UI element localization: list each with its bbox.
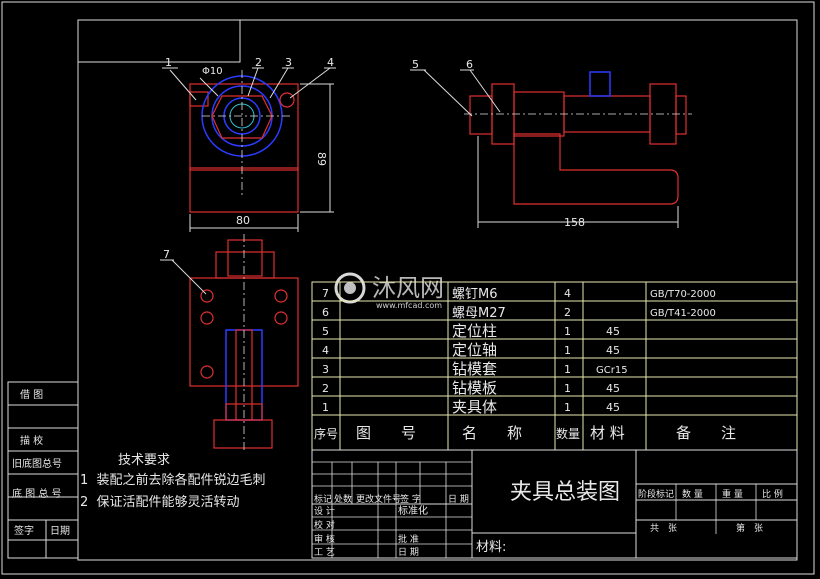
callout-6: 6 xyxy=(466,58,473,71)
parts-row: 3 钻模套 1 GCr15 xyxy=(322,360,628,378)
header-note: 备 注 xyxy=(676,424,736,442)
part-material: 45 xyxy=(606,401,620,414)
part-qty: 1 xyxy=(564,344,571,357)
rev-header: 更改文件号 xyxy=(356,493,401,505)
dim-hole: Φ10 xyxy=(202,66,223,77)
stage-header: 重 量 xyxy=(722,488,743,500)
parts-header: 序号 图 号 名 称 数量 材 料 备 注 xyxy=(314,424,736,442)
part-note: GB/T41-2000 xyxy=(650,308,716,319)
corner-mark xyxy=(78,19,241,63)
part-material: 45 xyxy=(606,325,620,338)
part-no: 4 xyxy=(322,344,329,357)
stamp-label: 借 图 xyxy=(20,389,43,401)
callout-7: 7 xyxy=(163,248,170,261)
drawing-title: 夹具总装图 xyxy=(510,480,620,505)
title-block-grid xyxy=(311,449,798,559)
stamp-label: 日期 xyxy=(50,525,70,537)
tech-req-title: 技术要求 xyxy=(118,453,170,468)
part-qty: 2 xyxy=(564,306,571,319)
part-no: 3 xyxy=(322,363,329,376)
header-qty: 数量 xyxy=(556,426,580,441)
material-label: 材料: xyxy=(476,540,506,555)
part-no: 2 xyxy=(322,382,329,395)
rev-header: 日 期 xyxy=(448,494,469,505)
part-no: 7 xyxy=(322,287,329,300)
part-name: 钻模套 xyxy=(452,360,497,378)
part-name: 螺钉M6 xyxy=(452,287,498,302)
left-stamp xyxy=(7,381,79,559)
sheet-total: 共 张 xyxy=(650,523,677,534)
part-name: 定位轴 xyxy=(452,341,497,359)
callout-4: 4 xyxy=(327,56,334,69)
role-label: 设 计 xyxy=(314,505,335,517)
parts-row: 4 定位轴 1 45 xyxy=(322,341,620,359)
rev-header: 处数 xyxy=(334,493,352,505)
part-name: 定位柱 xyxy=(452,322,497,340)
stamp-label: 旧底图总号 xyxy=(12,457,62,470)
part-no: 5 xyxy=(322,325,329,338)
stamp-label: 描 校 xyxy=(20,434,43,447)
part-material: 45 xyxy=(606,382,620,395)
top-view xyxy=(160,234,299,452)
parts-row: 5 定位柱 1 45 xyxy=(322,322,620,340)
approve-label: 批 准 xyxy=(398,533,419,545)
part-qty: 1 xyxy=(564,363,571,376)
watermark-url: www.mfcad.com xyxy=(376,301,442,310)
part-note: GB/T70-2000 xyxy=(650,289,716,300)
parts-list-rows: 7 螺钉M6 4 GB/T70-2000 6 螺母M27 2 GB/T41-20… xyxy=(314,287,736,442)
parts-row: 7 螺钉M6 4 GB/T70-2000 xyxy=(322,287,716,302)
role-label: 校 对 xyxy=(314,519,335,531)
callout-1: 1 xyxy=(165,56,172,69)
dim-length-158: 158 xyxy=(564,216,585,229)
stage-header: 比 例 xyxy=(762,488,783,500)
role-label: 审 核 xyxy=(314,533,335,545)
front-view xyxy=(162,67,336,232)
tech-req-item: 1 装配之前去除各配件锐边毛刺 xyxy=(80,472,266,488)
rev-header: 标记 xyxy=(314,493,332,505)
watermark-brand: 沐风网 xyxy=(372,274,444,302)
part-no: 1 xyxy=(322,401,329,414)
part-material: GCr15 xyxy=(596,365,628,376)
parts-row: 6 螺母M27 2 GB/T41-2000 xyxy=(322,306,716,321)
part-qty: 4 xyxy=(564,287,571,300)
stamp-label: 底 图 总 号 xyxy=(12,487,62,500)
part-name: 螺母M27 xyxy=(452,306,506,321)
header-material: 材 料 xyxy=(590,424,625,442)
tech-req-item: 2 保证活配件能够灵活转动 xyxy=(80,495,240,510)
header-no: 序号 xyxy=(314,426,338,441)
stage-header: 数 量 xyxy=(682,488,703,500)
dim-width-80: 80 xyxy=(236,214,250,227)
part-name: 夹具体 xyxy=(452,398,497,416)
part-no: 6 xyxy=(322,306,329,319)
stage-header: 阶段标记 xyxy=(638,488,674,500)
date-label: 日 期 xyxy=(398,547,419,558)
parts-row: 2 钻模板 1 45 xyxy=(322,379,620,397)
callout-5: 5 xyxy=(412,58,419,71)
header-name: 名 称 xyxy=(462,424,522,442)
part-qty: 1 xyxy=(564,382,571,395)
side-view xyxy=(410,69,692,228)
watermark-logo xyxy=(334,272,366,304)
stamp-label: 签字 xyxy=(14,524,34,537)
sheet-no: 第 张 xyxy=(736,522,763,534)
role-label: 工 艺 xyxy=(314,547,335,558)
callout-2: 2 xyxy=(255,56,262,69)
dim-height-89: 89 xyxy=(315,152,328,166)
rev-header: 签 字 xyxy=(400,493,421,505)
callout-3: 3 xyxy=(285,56,292,69)
part-name: 钻模板 xyxy=(452,379,497,397)
part-qty: 1 xyxy=(564,401,571,414)
part-qty: 1 xyxy=(564,325,571,338)
parts-row: 1 夹具体 1 45 xyxy=(322,398,620,416)
part-material: 45 xyxy=(606,344,620,357)
header-drawing: 图 号 xyxy=(356,424,416,442)
standardize-label: 标准化 xyxy=(398,504,428,517)
